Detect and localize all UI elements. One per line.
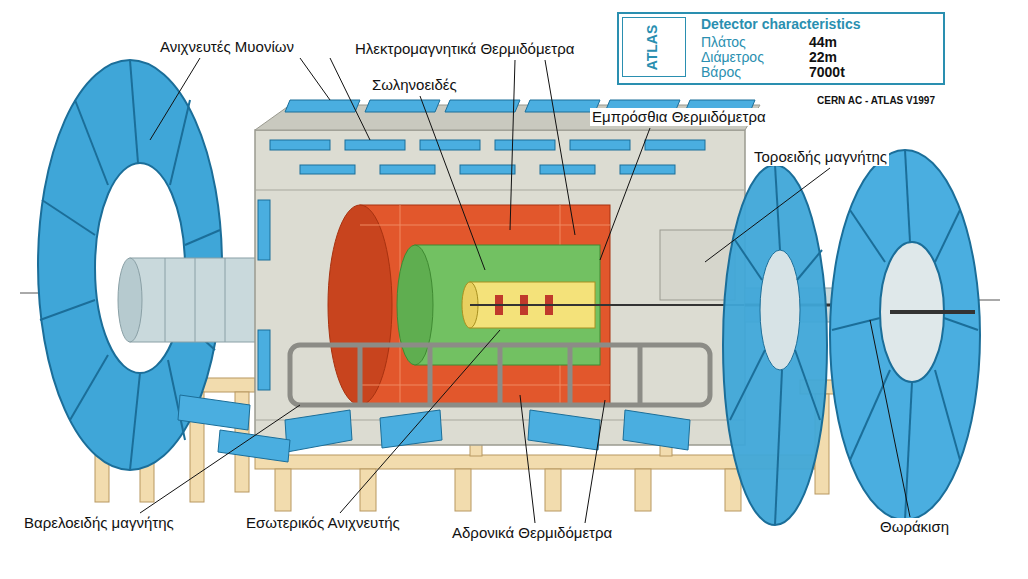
- part-label: Σωληνοειδές: [370, 76, 459, 94]
- box-heading: Detector characteristics: [701, 17, 861, 32]
- box-text: Πλάτος: [701, 35, 746, 50]
- part-label: Εσωτερικός Ανιχνευτής: [244, 514, 402, 532]
- box-text: Διάμετρος: [701, 50, 764, 65]
- box-heading: ATLAS: [646, 24, 661, 70]
- box-text: 44m: [809, 35, 837, 50]
- box-text: 22m: [809, 50, 837, 65]
- leader-lines: [140, 58, 910, 523]
- atlas-logo: ATLAS: [622, 17, 686, 77]
- part-label: Θωράκιση: [878, 518, 951, 536]
- box-text: Βάρος: [701, 65, 741, 80]
- characteristics-box: Detector characteristicsΠλάτος 44mΔιάμετρ…: [617, 12, 945, 85]
- part-label: Αδρονικά Θερμιδόμετρα: [450, 524, 614, 542]
- box-text: 7000t: [809, 65, 845, 80]
- part-label: Εμπρόσθια Θερμιδόμετρα: [590, 108, 768, 126]
- part-label: Ανιχνευτές Μυονίων: [158, 38, 296, 56]
- part-label: Βαρελοειδής μαγνήτης: [22, 514, 176, 532]
- part-label: Τοροειδής μαγνήτης: [752, 148, 889, 166]
- part-label: Ηλεκτρομαγνητικά Θερμιδόμετρα: [353, 40, 576, 58]
- credit-note: CERN AC - ATLAS V1997: [815, 92, 937, 110]
